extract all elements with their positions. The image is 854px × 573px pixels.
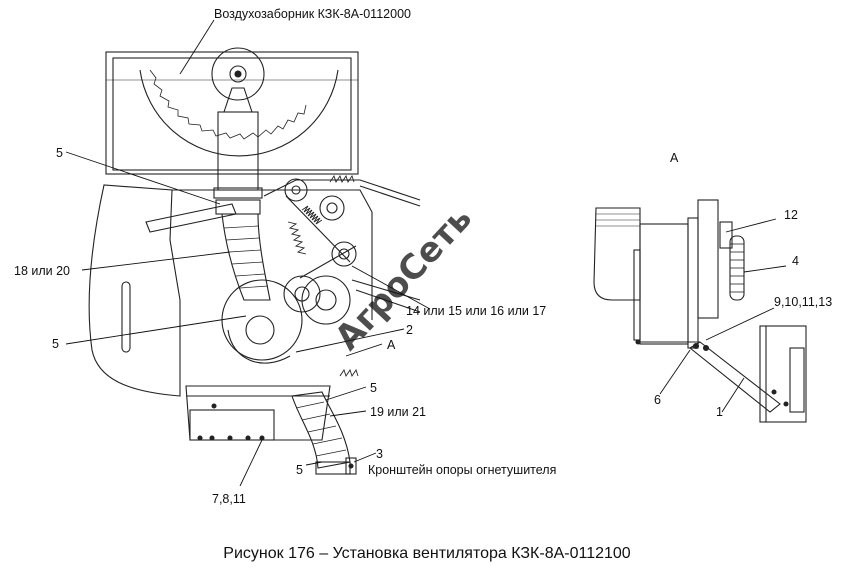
label-2: 2 bbox=[406, 323, 413, 337]
label-1: 1 bbox=[716, 405, 723, 419]
label-4: 4 bbox=[792, 254, 799, 268]
view-a-drawing bbox=[593, 199, 807, 423]
label-9-to-13: 9,10,11,13 bbox=[774, 295, 832, 309]
label-view-a-title: А bbox=[670, 151, 679, 165]
label-18-or-20: 18 или 20 bbox=[14, 264, 70, 278]
label-bracket: Кронштейн опоры огнетушителя bbox=[368, 463, 556, 477]
leader-lines bbox=[65, 19, 787, 487]
label-6: 6 bbox=[654, 393, 661, 407]
label-5-mid: 5 bbox=[52, 337, 59, 351]
label-5-right: 5 bbox=[370, 381, 377, 395]
label-3: 3 bbox=[376, 447, 383, 461]
label-5-top: 5 bbox=[56, 146, 63, 160]
label-a-arrow: А bbox=[387, 338, 396, 352]
label-5-bottom: 5 bbox=[296, 463, 303, 477]
label-19-or-21: 19 или 21 bbox=[370, 405, 426, 419]
main-assembly-drawing bbox=[88, 47, 421, 475]
label-14-to-17: 14 или 15 или 16 или 17 bbox=[406, 304, 546, 318]
figure-caption: Рисунок 176 – Установка вентилятора КЗК-… bbox=[223, 545, 631, 562]
label-7-8-11: 7,8,11 bbox=[212, 492, 246, 506]
label-12: 12 bbox=[784, 208, 798, 222]
callout-labels: Воздухозаборник КЗК-8А-0112000 А 5 18 ил… bbox=[14, 7, 832, 506]
label-air-intake: Воздухозаборник КЗК-8А-0112000 bbox=[214, 7, 411, 21]
watermark: АгроСеть bbox=[327, 198, 480, 358]
